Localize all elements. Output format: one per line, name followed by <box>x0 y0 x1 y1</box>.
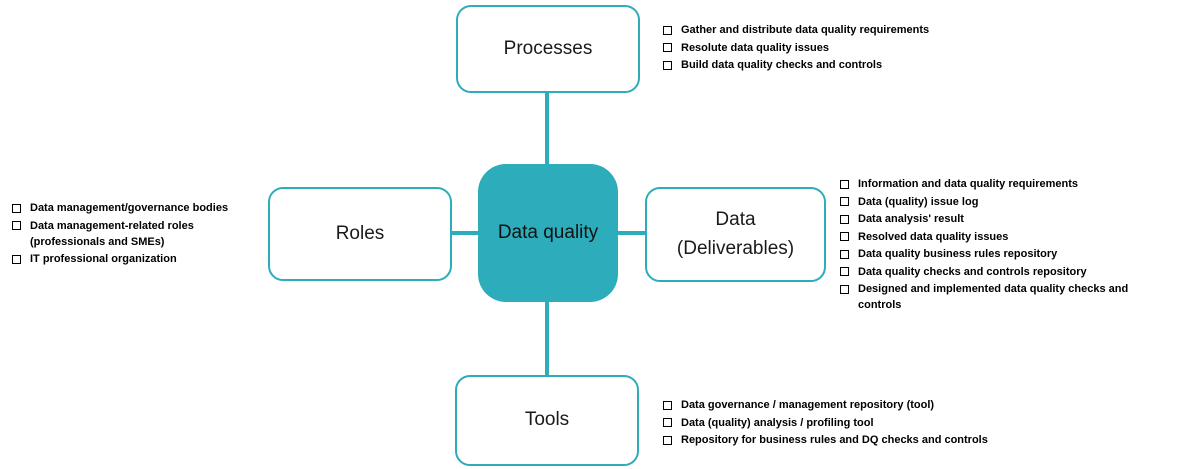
list-item: Data management-related roles (professio… <box>10 218 262 250</box>
checkbox-bullet-icon <box>663 418 672 427</box>
node-data-quality-center[interactable]: Data quality <box>478 164 618 302</box>
tools-bullet-list: Data governance / management repository … <box>661 397 1061 450</box>
list-item: IT professional organization <box>10 251 262 267</box>
connector-roles-center <box>451 231 479 235</box>
list-item-text: IT professional organization <box>30 253 177 265</box>
list-item: Designed and implemented data quality ch… <box>838 281 1150 313</box>
checkbox-bullet-icon <box>12 221 21 230</box>
checkbox-bullet-icon <box>663 400 672 410</box>
checkbox-bullet-icon <box>12 203 21 213</box>
roles-bullet-list: Data management/governance bodies Data m… <box>10 200 262 269</box>
list-item-text: Data (quality) issue log <box>858 195 979 208</box>
list-item: Data management/governance bodies <box>10 200 262 216</box>
data-deliverables-bullet-list: Information and data quality requirement… <box>838 176 1150 315</box>
list-item-text: Data (quality) analysis / profiling tool <box>681 416 874 429</box>
list-item-text: Data management/governance bodies <box>30 202 229 214</box>
node-tools[interactable]: Tools <box>455 375 639 466</box>
list-item: Data quality business rules repository <box>838 246 1150 262</box>
checkbox-bullet-icon <box>663 43 672 52</box>
node-data-label-line1: Data <box>715 209 756 230</box>
list-item-text: Repository for business rules and DQ che… <box>681 434 988 446</box>
connector-center-tools <box>545 301 549 376</box>
checkbox-bullet-icon <box>840 214 849 224</box>
list-item-text: Resolved data quality issues <box>858 230 1009 243</box>
node-processes[interactable]: Processes <box>456 5 640 93</box>
list-item: Repository for business rules and DQ che… <box>661 432 1061 448</box>
connector-processes-center <box>545 93 549 165</box>
list-item: Information and data quality requirement… <box>838 176 1150 192</box>
list-item-text: Gather and distribute data quality requi… <box>681 24 930 36</box>
list-item: Resolute data quality issues <box>661 40 1061 56</box>
checkbox-bullet-icon <box>840 179 849 189</box>
list-item: Data (quality) issue log <box>838 194 1150 210</box>
list-item: Resolved data quality issues <box>838 229 1150 245</box>
list-item: Data governance / management repository … <box>661 397 1061 413</box>
list-item-text: Build data quality checks and controls <box>681 59 883 71</box>
node-data-deliverables[interactable]: Data (Deliverables) <box>645 187 826 282</box>
list-item: Data quality checks and controls reposit… <box>838 264 1150 280</box>
checkbox-bullet-icon <box>663 25 672 35</box>
list-item-text: Information and data quality requirement… <box>858 178 1079 190</box>
processes-bullet-list: Gather and distribute data quality requi… <box>661 22 1061 75</box>
list-item-text: Data governance / management repository … <box>681 399 935 411</box>
list-item: Data analysis' result <box>838 211 1150 227</box>
node-processes-label: Processes <box>503 37 593 59</box>
list-item-text: Resolute data quality issues <box>681 41 829 54</box>
node-roles-label: Roles <box>335 222 385 244</box>
list-item-text: Data quality business rules repository <box>858 248 1058 260</box>
checkbox-bullet-icon <box>840 249 849 259</box>
list-item: Gather and distribute data quality requi… <box>661 22 1061 38</box>
list-item: Data (quality) analysis / profiling tool <box>661 415 1061 431</box>
list-item: Build data quality checks and controls <box>661 57 1061 73</box>
list-item-text: Data management-related roles (professio… <box>30 219 194 248</box>
node-data-label-line2: (Deliverables) <box>676 237 795 259</box>
list-item-text: Data quality checks and controls reposit… <box>858 265 1087 278</box>
checkbox-bullet-icon <box>840 232 849 241</box>
center-label: Data quality <box>497 222 599 243</box>
node-tools-label: Tools <box>524 409 570 431</box>
checkbox-bullet-icon <box>840 267 849 276</box>
checkbox-bullet-icon <box>12 254 21 264</box>
list-item-text: Designed and implemented data quality ch… <box>858 283 1129 311</box>
checkbox-bullet-icon <box>663 435 672 445</box>
checkbox-bullet-icon <box>840 197 849 206</box>
list-item-text: Data analysis' result <box>858 213 964 225</box>
checkbox-bullet-icon <box>663 60 672 70</box>
node-roles[interactable]: Roles <box>268 187 452 281</box>
connector-center-data <box>617 231 646 235</box>
checkbox-bullet-icon <box>840 284 849 294</box>
